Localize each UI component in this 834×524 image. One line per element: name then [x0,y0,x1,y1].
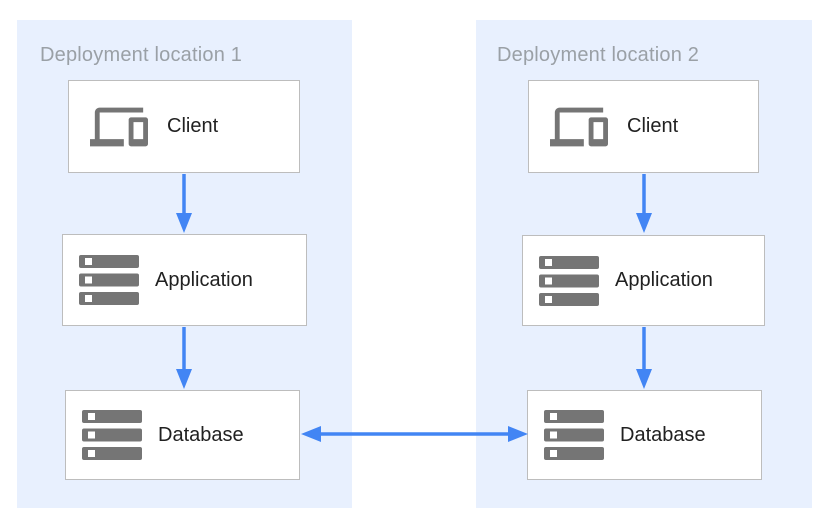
panel-deployment-location-2: Deployment location 2 Client [476,20,812,508]
devices-icon [85,98,153,156]
node-application-1: Application [62,234,307,326]
panel-title: Deployment location 2 [497,44,700,66]
node-label: Database [158,423,244,446]
node-label: Client [627,115,679,137]
node-database-1: Database [65,390,300,480]
node-client-2: Client [528,80,759,173]
node-label: Application [615,269,713,291]
node-label: Client [167,115,219,137]
node-label: Database [620,423,706,446]
node-client-1: Client [68,80,300,173]
panel-deployment-location-1: Deployment location 1 Client [17,20,352,508]
node-label: Application [155,268,253,291]
node-application-2: Application [522,235,765,326]
server-stack-icon [79,255,141,305]
panel-title: Deployment location 1 [40,44,243,66]
devices-icon [545,98,613,156]
server-stack-icon [539,255,601,306]
server-stack-icon [544,410,606,460]
node-database-2: Database [527,390,762,480]
server-stack-icon [82,410,144,460]
